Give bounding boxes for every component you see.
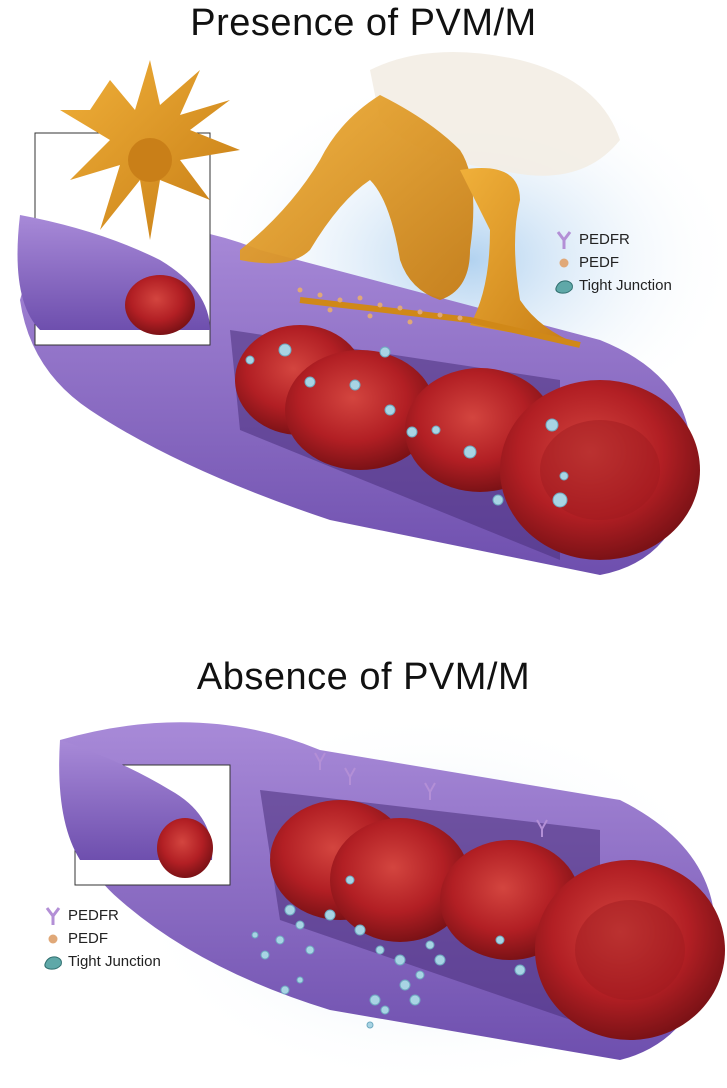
legend-item-pedf: PEDF xyxy=(42,927,161,950)
legend-label: PEDF xyxy=(579,254,619,271)
tight-junction-icon xyxy=(42,952,64,972)
legend-item-tight-junction: Tight Junction xyxy=(553,274,672,297)
legend-bottom: PEDFR PEDF Tight Junction xyxy=(42,904,161,973)
pericyte-nucleus xyxy=(128,138,172,182)
red-blood-cell-dimple xyxy=(575,900,685,1000)
legend-label: PEDFR xyxy=(579,231,630,248)
legend-label: PEDFR xyxy=(68,907,119,924)
pedf-dot-icon xyxy=(553,253,575,273)
receptor-icon xyxy=(42,906,64,926)
bottom-panel-title: Absence of PVM/M xyxy=(0,656,727,699)
bottom-panel-illustration xyxy=(59,710,727,1083)
legend-label: Tight Junction xyxy=(579,277,672,294)
inset-blood-cell xyxy=(157,818,213,878)
top-panel-title: Presence of PVM/M xyxy=(0,2,727,45)
tight-junction-icon xyxy=(553,276,575,296)
legend-label: PEDF xyxy=(68,930,108,947)
legend-item-pedfr: PEDFR xyxy=(42,904,161,927)
receptor-icon xyxy=(553,230,575,250)
pedf-dot-icon xyxy=(42,929,64,949)
legend-label: Tight Junction xyxy=(68,953,161,970)
top-panel-illustration xyxy=(18,52,727,575)
legend-top: PEDFR PEDF Tight Junction xyxy=(553,228,672,297)
legend-item-pedfr: PEDFR xyxy=(553,228,672,251)
legend-item-pedf: PEDF xyxy=(553,251,672,274)
inset-blood-cell xyxy=(125,275,195,335)
legend-item-tight-junction: Tight Junction xyxy=(42,950,161,973)
